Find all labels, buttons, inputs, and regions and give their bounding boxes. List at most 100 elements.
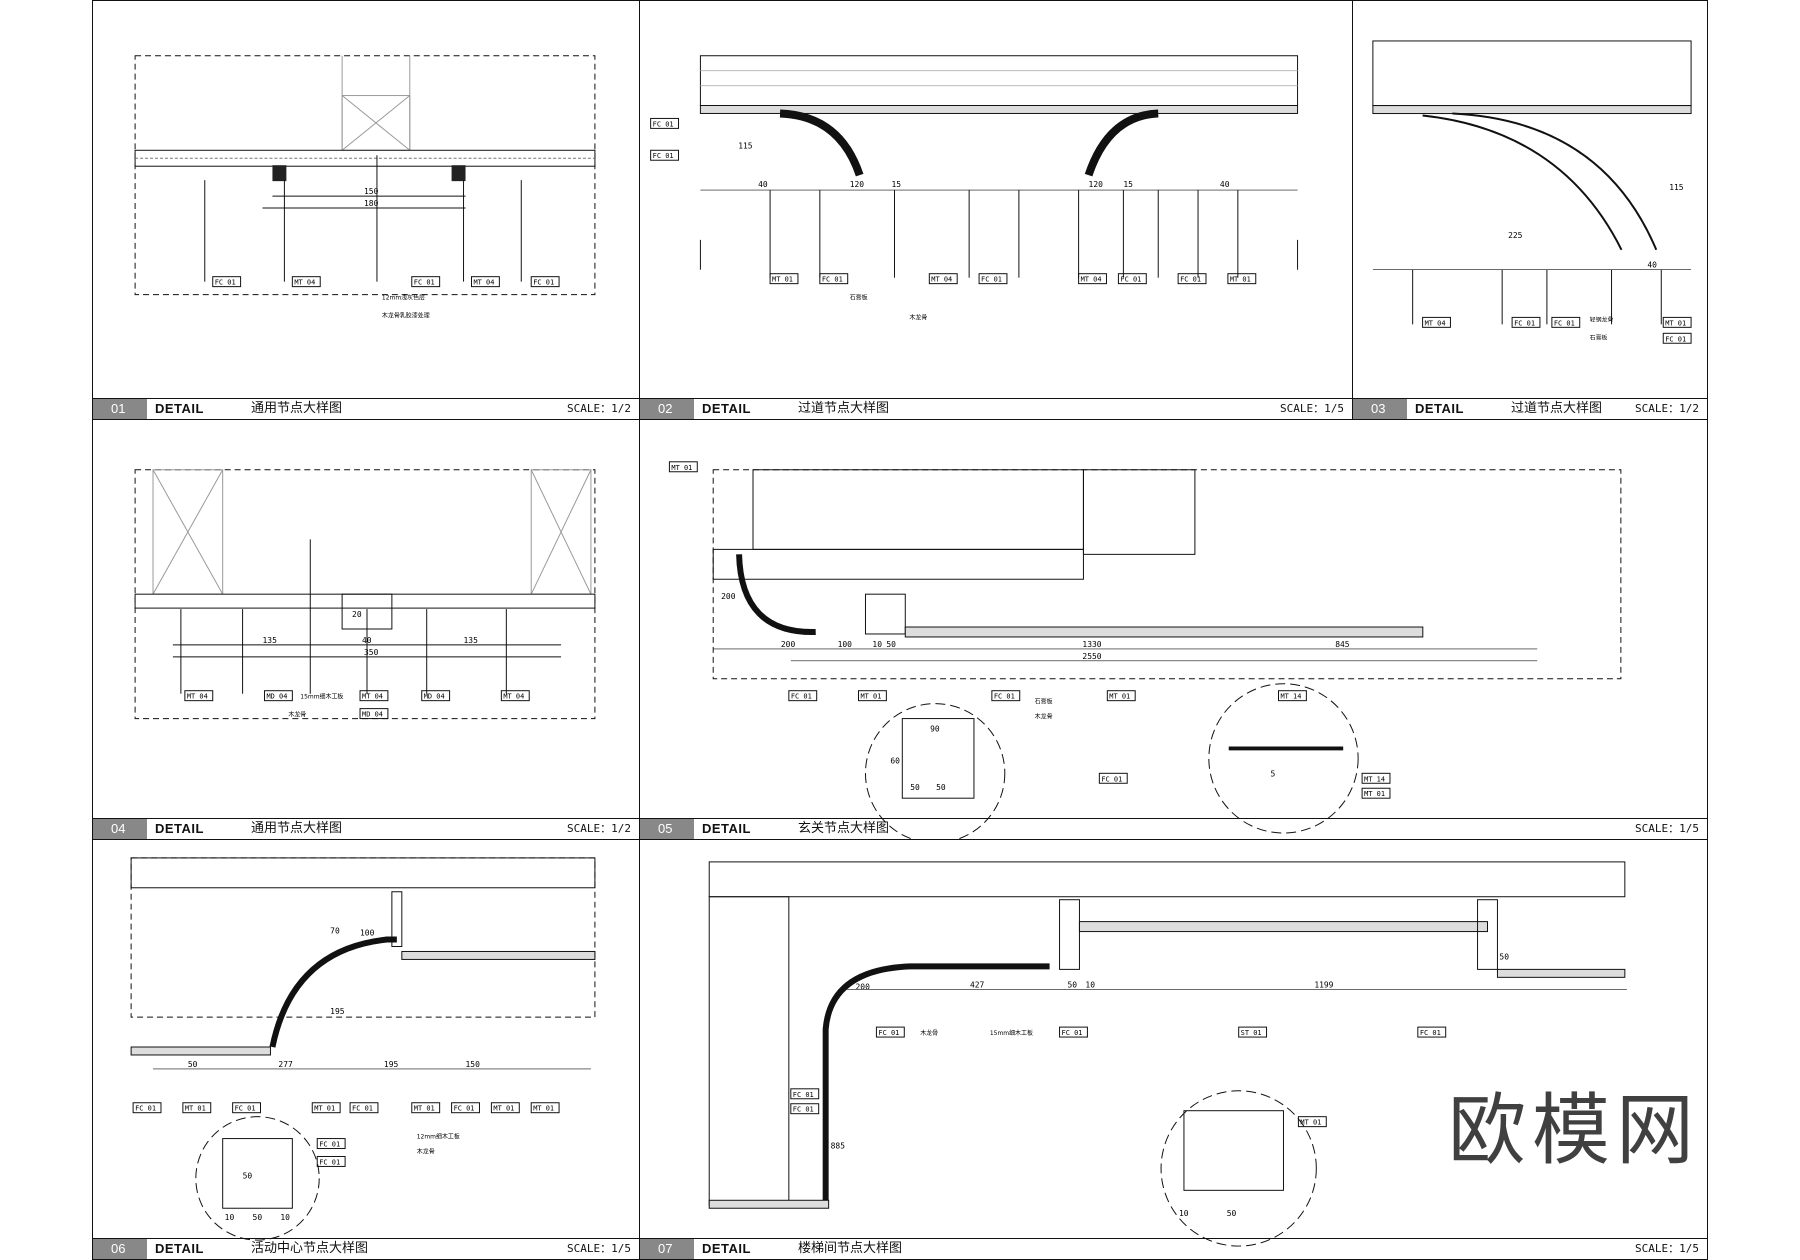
- dim-label: 50: [910, 783, 920, 792]
- dim-label: 50: [188, 1060, 198, 1069]
- drawing-06: 277 195 150 100 70 195 50 50 10 50 10 FC…: [130, 857, 596, 1241]
- detail-label: DETAIL: [1415, 401, 1464, 416]
- drawing-07: 427 1199 200 50 10 50 885 50 10 FC 01 FC…: [708, 861, 1627, 1247]
- title-bar-05: 05 DETAIL 玄关节点大样图 SCALE：1/5: [640, 818, 1707, 839]
- dim-label: 135: [464, 636, 479, 645]
- detail-panel-01: 150 180 FC 01 MT 04 FC 01 MT 04 FC 01 12…: [92, 0, 640, 420]
- note-label: 15mm细木工板: [990, 1029, 1033, 1037]
- material-tag: FC 01: [352, 1105, 373, 1113]
- material-tag: FC 01: [235, 1105, 256, 1113]
- note-label: 石膏板: [1590, 333, 1608, 341]
- detail-label: DETAIL: [155, 401, 204, 416]
- material-tag: FC 01: [414, 279, 435, 287]
- material-tag: MT 04: [187, 693, 208, 701]
- material-tag: FC 01: [1514, 319, 1535, 327]
- detail-label: DETAIL: [702, 821, 751, 836]
- material-tag: FC 01: [1120, 276, 1141, 284]
- detail-scale: SCALE：1/2: [1635, 402, 1699, 415]
- material-tag: MT 01: [1364, 790, 1385, 798]
- material-tag: FC 01: [653, 120, 674, 128]
- dim-label: 100: [838, 640, 853, 649]
- detail-number: 05: [640, 819, 694, 839]
- drawing-04: 135 40 135 350 20 MT 04 MD 04 MT 04 MD 0…: [134, 469, 596, 720]
- dim-label: 10: [1085, 980, 1095, 989]
- dim-label: 15: [1123, 180, 1133, 189]
- material-tag: FC 01: [994, 693, 1015, 701]
- dim-label: 200: [721, 592, 736, 601]
- detail-title: 玄关节点大样图: [798, 821, 890, 836]
- detail-scale: SCALE：1/5: [1280, 402, 1344, 415]
- material-tag: MT 01: [185, 1105, 206, 1113]
- dim-label: 40: [1220, 180, 1230, 189]
- material-tag: ST 01: [1241, 1029, 1262, 1037]
- material-tag: MT 01: [772, 276, 793, 284]
- dim-label: 1199: [1314, 980, 1333, 989]
- title-bar-06: 06 DETAIL 活动中心节点大样图 SCALE：1/5: [93, 1238, 639, 1259]
- dim-label: 50: [1068, 980, 1078, 989]
- title-bar-04: 04 DETAIL 通用节点大样图 SCALE：1/2: [93, 818, 639, 839]
- dim-label: 150: [364, 187, 379, 196]
- dim-label: 40: [758, 180, 768, 189]
- material-tag: FC 01: [1180, 276, 1201, 284]
- material-tag: FC 01: [319, 1141, 340, 1149]
- dim-label: 2550: [1082, 652, 1101, 661]
- dim-label: 427: [970, 980, 985, 989]
- detail-title: 过道节点大样图: [1511, 401, 1603, 416]
- dim-label: 195: [330, 1007, 345, 1016]
- detail-scale: SCALE：1/5: [567, 1242, 631, 1255]
- material-tag: FC 01: [319, 1158, 340, 1166]
- note-label: 木龙骨: [417, 1148, 435, 1156]
- dim-label: 5: [1271, 769, 1276, 778]
- note-label: 木龙骨: [909, 313, 927, 321]
- detail-title: 通用节点大样图: [251, 821, 343, 836]
- material-tag: FC 01: [135, 1105, 156, 1113]
- dim-label: 100: [360, 929, 375, 938]
- note-label: 石膏板: [1035, 698, 1053, 706]
- note-label: 12mm细木工板: [417, 1133, 460, 1141]
- drawing-03: 40 115 225 MT 04 FC 01 FC 01 MT 01 FC 01…: [1372, 40, 1692, 344]
- material-tag: MT 04: [931, 276, 952, 284]
- material-tag: FC 01: [822, 276, 843, 284]
- dim-label: 50: [936, 783, 946, 792]
- detail-panel-05: 200 100 10 50 1330 845 2550 200 90 60 50…: [639, 419, 1708, 840]
- note-label: 木龙骨: [920, 1029, 938, 1037]
- material-tag: MT 01: [414, 1105, 435, 1113]
- material-tag: FC 01: [981, 276, 1002, 284]
- title-bar-07: 07 DETAIL 楼梯间节点大样图 SCALE：1/5: [640, 1238, 1707, 1259]
- material-tag: MT 04: [362, 693, 383, 701]
- dim-label: 60: [890, 756, 900, 765]
- material-tag: MT 01: [533, 1105, 554, 1113]
- detail-scale: SCALE：1/2: [567, 402, 631, 415]
- detail-scale: SCALE：1/2: [567, 822, 631, 835]
- detail-label: DETAIL: [155, 1241, 204, 1256]
- dim-label: 10: [225, 1213, 235, 1222]
- dim-label: 115: [1669, 183, 1684, 192]
- material-tag: FC 01: [793, 1106, 814, 1114]
- material-tag: MD 04: [424, 693, 445, 701]
- detail-title: 通用节点大样图: [251, 401, 343, 416]
- material-tag: FC 01: [215, 279, 236, 287]
- material-tag: FC 01: [653, 152, 674, 160]
- material-tag: MT 01: [1109, 693, 1130, 701]
- dim-label: 15: [892, 180, 902, 189]
- material-tag: FC 01: [1420, 1029, 1441, 1037]
- material-tag: MT 01: [1665, 319, 1686, 327]
- material-tag: MD 04: [362, 711, 383, 719]
- detail-panel-02: 40 120 15 120 15 40 115 FC 01 FC 01 MT 0…: [639, 0, 1353, 420]
- material-tag: MT 01: [314, 1105, 335, 1113]
- material-tag: MT 01: [671, 464, 692, 472]
- dim-label: 10: [872, 640, 882, 649]
- dim-label: 50: [886, 640, 896, 649]
- dim-label: 40: [1647, 261, 1657, 270]
- note-label: 12mm浅灰色层: [382, 294, 425, 302]
- dim-label: 180: [364, 199, 379, 208]
- detail-scale: SCALE：1/5: [1635, 1242, 1699, 1255]
- material-tag: FC 01: [1101, 775, 1122, 783]
- material-tag: FC 01: [793, 1091, 814, 1099]
- drawing-05: 200 100 10 50 1330 845 2550 200 90 60 50…: [668, 461, 1622, 839]
- material-tag: MD 04: [266, 693, 287, 701]
- dim-label: 1330: [1082, 640, 1101, 649]
- note-label: 轻钢龙骨: [1590, 315, 1614, 323]
- material-tag: MT 04: [1425, 319, 1446, 327]
- dim-label: 50: [253, 1213, 263, 1222]
